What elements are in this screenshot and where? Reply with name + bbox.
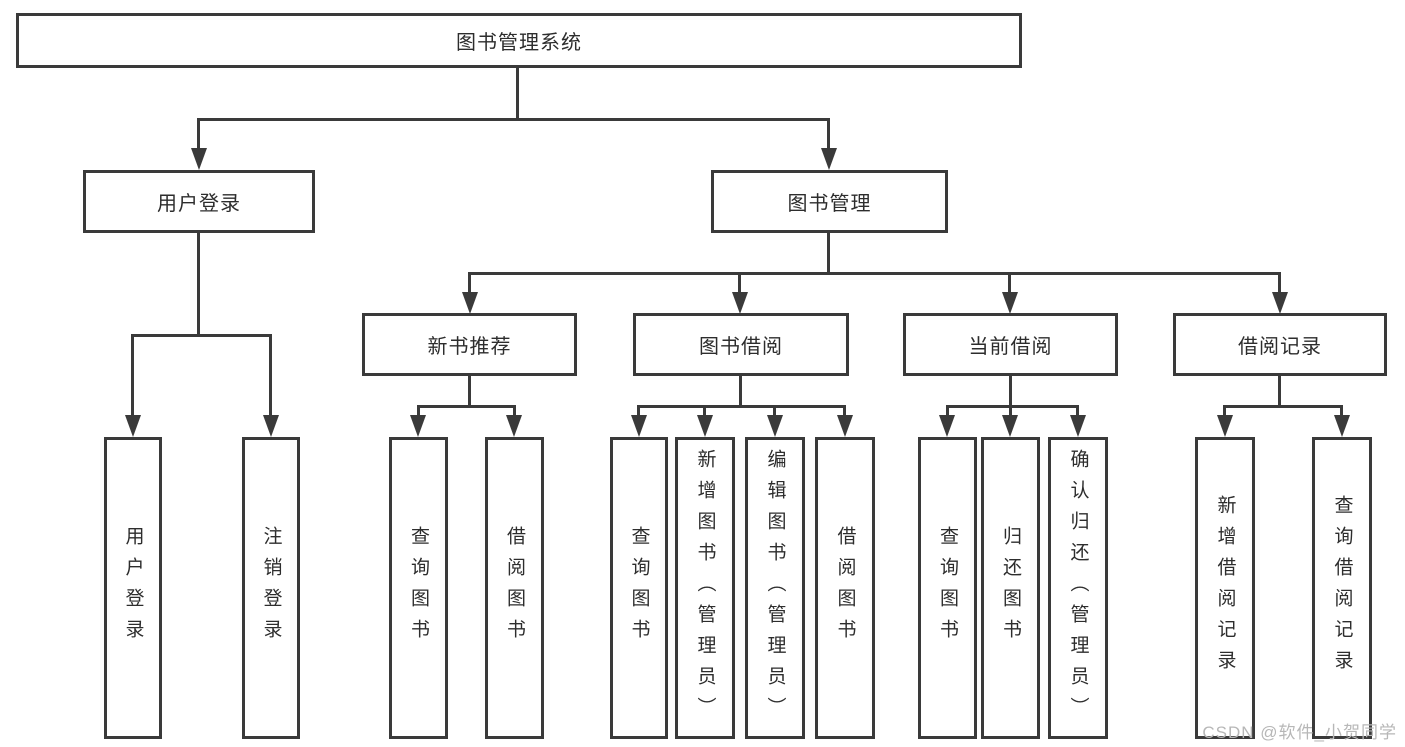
node-leaf-logout: 注销登录 (242, 437, 300, 739)
connector-records-stub (1278, 376, 1281, 407)
node-current-borrow: 当前借阅 (903, 313, 1118, 376)
node-book-borrow: 图书借阅 (633, 313, 849, 376)
connector-leaf4-drop (513, 405, 516, 417)
connector-rail-current (946, 405, 1079, 408)
node-library-system: 图书管理系统 (16, 13, 1022, 68)
node-leaf-add-borrow-record: 新增借阅记录 (1195, 437, 1255, 739)
arrowhead-leaf-confirm-return (1070, 415, 1086, 437)
arrowhead-leaf-query-books-3 (939, 415, 955, 437)
node-leaf-query-books-3-label: 查询图书 (937, 526, 958, 650)
arrowhead-leaf-borrow-books-1 (506, 415, 522, 437)
connector-recommend-stub (468, 376, 471, 407)
arrowhead-leaf-add-record (1217, 415, 1233, 437)
connector-rail-level1 (197, 118, 830, 121)
connector-book-mgmt-drop (827, 118, 830, 150)
arrowhead-user-login (191, 148, 207, 170)
arrowhead-leaf-edit-books (767, 415, 783, 437)
arrowhead-records (1272, 292, 1288, 314)
node-leaf-confirm-return-admin-label: 确认归还（管理员） (1067, 448, 1089, 728)
node-new-book-recommend: 新书推荐 (362, 313, 577, 376)
connector-leaf-login-drop (131, 334, 134, 417)
connector-borrow-drop (738, 272, 741, 294)
arrowhead-leaf-logout (263, 415, 279, 437)
node-leaf-borrow-books-1: 借阅图书 (485, 437, 544, 739)
node-leaf-query-books-1: 查询图书 (389, 437, 448, 739)
arrowhead-leaf-query-books-1 (410, 415, 426, 437)
node-leaf-query-books-2: 查询图书 (610, 437, 668, 739)
node-new-book-recommend-label: 新书推荐 (427, 336, 512, 358)
connector-leaf9-drop (946, 405, 949, 417)
connector-current-stub (1009, 376, 1012, 407)
arrowhead-borrow (732, 292, 748, 314)
node-user-login-label: 用户登录 (157, 193, 241, 215)
arrowhead-book-mgmt (821, 148, 837, 170)
arrowhead-leaf-query-books-2 (631, 415, 647, 437)
node-leaf-user-login-label: 用户登录 (122, 526, 144, 650)
connector-current-drop (1008, 272, 1011, 294)
connector-borrow-stub (739, 376, 742, 407)
connector-rail-borrow (637, 405, 846, 408)
connector-rail-level2 (468, 272, 1281, 275)
node-leaf-borrow-books-2-label: 借阅图书 (834, 526, 856, 650)
csdn-watermark: CSDN @软件_小贺同学 (1202, 723, 1397, 742)
node-book-management-label: 图书管理 (787, 193, 872, 215)
arrowhead-current (1002, 292, 1018, 314)
node-leaf-add-borrow-record-label: 新增借阅记录 (1214, 495, 1236, 681)
node-borrow-records-label: 借阅记录 (1238, 336, 1322, 358)
node-book-borrow-label: 图书借阅 (699, 336, 783, 358)
node-leaf-add-books-admin: 新增图书（管理员） (675, 437, 735, 739)
connector-leaf12-drop (1223, 405, 1226, 417)
node-leaf-borrow-books-1-label: 借阅图书 (504, 526, 525, 650)
connector-user-login-drop (197, 118, 200, 150)
connector-leaf8-drop (843, 405, 846, 417)
connector-leaf-logout-drop (269, 334, 272, 417)
node-leaf-query-borrow-record-label: 查询借阅记录 (1331, 495, 1353, 681)
arrowhead-leaf-add-books (697, 415, 713, 437)
connector-rail-records (1223, 405, 1343, 408)
node-borrow-records: 借阅记录 (1173, 313, 1387, 376)
connector-leaf6-drop (703, 405, 706, 417)
connector-book-mgmt-stub (827, 233, 830, 274)
connector-records-drop (1278, 272, 1281, 294)
node-library-system-label: 图书管理系统 (456, 32, 582, 54)
arrowhead-leaf-return-books (1002, 415, 1018, 437)
arrowhead-leaf-borrow-books-2 (837, 415, 853, 437)
connector-recommend-drop (468, 272, 471, 294)
arrowhead-leaf-query-record (1334, 415, 1350, 437)
connector-root-stub (516, 68, 519, 120)
node-user-login: 用户登录 (83, 170, 315, 233)
node-leaf-user-login: 用户登录 (104, 437, 162, 739)
connector-leaf11-drop (1076, 405, 1079, 417)
node-leaf-return-books: 归还图书 (981, 437, 1040, 739)
node-leaf-edit-books-admin-label: 编辑图书（管理员） (764, 448, 786, 728)
connector-leaf5-drop (637, 405, 640, 417)
connector-leaf10-drop (1009, 405, 1012, 417)
node-leaf-add-books-admin-label: 新增图书（管理员） (694, 448, 716, 728)
node-leaf-query-borrow-record: 查询借阅记录 (1312, 437, 1372, 739)
node-book-management: 图书管理 (711, 170, 948, 233)
arrowhead-leaf-login (125, 415, 141, 437)
connector-leaf3-drop (417, 405, 420, 417)
node-current-borrow-label: 当前借阅 (968, 336, 1053, 358)
connector-user-login-stub (197, 233, 200, 336)
connector-leaf7-drop (773, 405, 776, 417)
node-leaf-query-books-1-label: 查询图书 (408, 526, 429, 650)
node-leaf-logout-label: 注销登录 (260, 526, 282, 650)
node-leaf-return-books-label: 归还图书 (1000, 526, 1021, 650)
node-leaf-borrow-books-2: 借阅图书 (815, 437, 875, 739)
arrowhead-recommend (462, 292, 478, 314)
node-leaf-query-books-3: 查询图书 (918, 437, 977, 739)
connector-leaf13-drop (1340, 405, 1343, 417)
connector-rail-recommend (417, 405, 516, 408)
node-leaf-query-books-2-label: 查询图书 (628, 526, 650, 650)
connector-rail-user-login (131, 334, 272, 337)
node-leaf-confirm-return-admin: 确认归还（管理员） (1048, 437, 1108, 739)
node-leaf-edit-books-admin: 编辑图书（管理员） (745, 437, 805, 739)
